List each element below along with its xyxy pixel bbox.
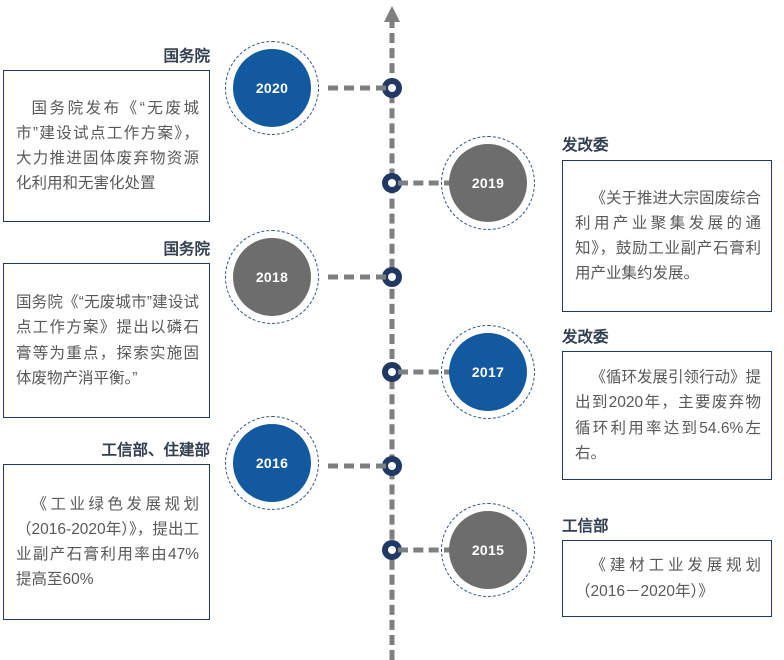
timeline-node-icon xyxy=(382,267,402,287)
policy-text-2018: 国务院《“无废城市”建设试点工作方案》提出以磷石膏等为重点，探索实施固体废物产消… xyxy=(16,294,199,387)
timeline-node-icon xyxy=(382,78,402,98)
policy-card-2018: 国务院《“无废城市”建设试点工作方案》提出以磷石膏等为重点，探索实施固体废物产消… xyxy=(3,263,210,418)
connector-2015 xyxy=(398,547,454,553)
year-bubble-2016[interactable]: 2016 xyxy=(225,416,319,510)
policy-card-2019: 《关于推进大宗固废综合利用产业聚集发展的通知》，鼓励工业副产石膏利用产业集约发展… xyxy=(562,160,772,312)
timeline-node-icon xyxy=(382,362,402,382)
year-bubble-2015[interactable]: 2015 xyxy=(441,503,535,597)
arrow-up-icon xyxy=(384,6,400,22)
year-label-2018: 2018 xyxy=(233,238,311,316)
policy-text-2015: 《建材工业发展规划（2016－2020年）》 xyxy=(575,557,761,600)
policy-card-2020: 国务院发布《“无废城市”建设试点工作方案》，大力推进固体废弃物资源化利用和无害化… xyxy=(3,70,210,222)
agency-heading-2020: 国务院 xyxy=(163,48,210,65)
agency-heading-2015: 工信部 xyxy=(562,518,609,535)
agency-heading-2016: 工信部、住建部 xyxy=(101,442,210,459)
agency-heading-2019: 发改委 xyxy=(562,137,609,154)
year-label-2019: 2019 xyxy=(449,144,527,222)
timeline-axis xyxy=(389,18,395,660)
policy-card-2015: 《建材工业发展规划（2016－2020年）》 xyxy=(562,540,772,617)
policy-text-2019: 《关于推进大宗固废综合利用产业聚集发展的通知》，鼓励工业副产石膏利用产业集约发展… xyxy=(575,189,762,283)
agency-heading-2017: 发改委 xyxy=(562,329,609,346)
year-label-2017: 2017 xyxy=(449,333,527,411)
year-label-2016: 2016 xyxy=(233,424,311,502)
timeline-node-icon xyxy=(382,173,402,193)
policy-text-2020: 国务院发布《“无废城市”建设试点工作方案》，大力推进固体废弃物资源化利用和无害化… xyxy=(16,99,199,193)
connector-2016 xyxy=(328,463,386,469)
connector-2018 xyxy=(328,274,386,280)
policy-text-2017: 《循环发展引领行动》提出到2020年，主要废弃物循环利用率达到54.6%左右。 xyxy=(575,369,762,462)
policy-card-2016: 《工业绿色发展规划（2016-2020年）》，提出工业副产石膏利用率由47%提高… xyxy=(3,464,210,620)
agency-heading-2018: 国务院 xyxy=(163,241,210,258)
timeline-node-icon xyxy=(382,540,402,560)
connector-2020 xyxy=(328,85,386,91)
year-bubble-2019[interactable]: 2019 xyxy=(441,136,535,230)
year-bubble-2017[interactable]: 2017 xyxy=(441,325,535,419)
timeline-node-icon xyxy=(382,456,402,476)
year-label-2020: 2020 xyxy=(233,49,311,127)
connector-2019 xyxy=(398,180,454,186)
year-bubble-2018[interactable]: 2018 xyxy=(225,230,319,324)
year-bubble-2020[interactable]: 2020 xyxy=(225,41,319,135)
connector-2017 xyxy=(398,369,454,375)
policy-card-2017: 《循环发展引领行动》提出到2020年，主要废弃物循环利用率达到54.6%左右。 xyxy=(562,351,772,480)
policy-text-2016: 《工业绿色发展规划（2016-2020年）》，提出工业副产石膏利用率由47%提高… xyxy=(16,495,199,589)
year-label-2015: 2015 xyxy=(449,511,527,589)
